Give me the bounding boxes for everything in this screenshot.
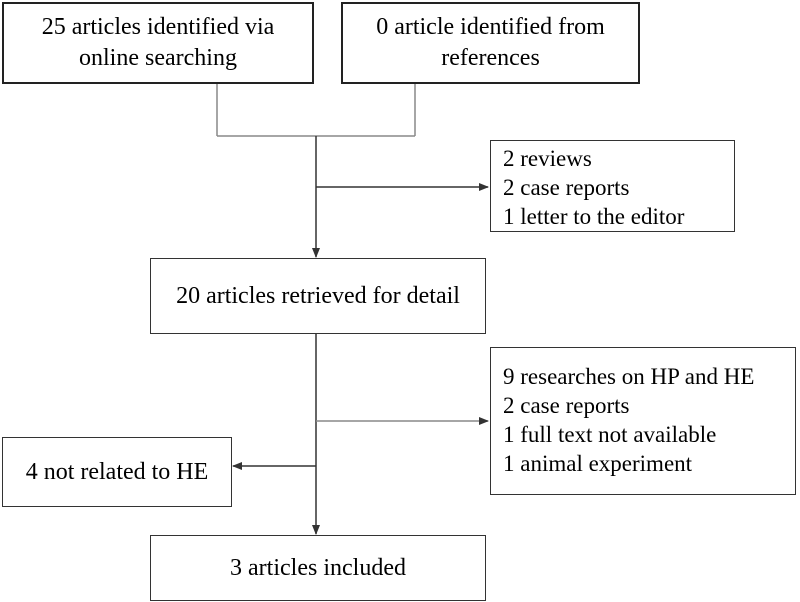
box-references-line1: 0 article identified from <box>376 14 605 40</box>
box-not-related-label: 4 not related to HE <box>25 458 209 485</box>
box-references: 0 article identified from references <box>341 2 640 84</box>
exclusion-1-item: 2 reviews <box>503 146 592 171</box>
box-included: 3 articles included <box>150 535 486 601</box>
exclusion-2-item: 2 case reports <box>503 393 630 418</box>
exclusion-2-item: 1 animal experiment <box>503 451 693 476</box>
box-online-search-line1: 25 articles identified via <box>41 14 275 40</box>
box-retrieved: 20 articles retrieved for detail <box>150 258 486 334</box>
exclusion-1-item: 1 letter to the editor <box>503 204 685 229</box>
exclusion-1-item: 2 case reports <box>503 175 630 200</box>
box-not-related: 4 not related to HE <box>2 437 232 507</box>
box-online-search-line2: online searching <box>79 45 237 71</box>
box-online-search: 25 articles identified via online search… <box>2 2 314 84</box>
box-references-line2: references <box>441 45 540 71</box>
box-included-label: 3 articles included <box>230 554 406 581</box>
box-exclusion-2: 9 researches on HP and HE 2 case reports… <box>490 347 796 495</box>
exclusion-2-item: 1 full text not available <box>503 422 717 447</box>
box-retrieved-label: 20 articles retrieved for detail <box>176 282 460 309</box>
exclusion-2-item: 9 researches on HP and HE <box>503 364 755 389</box>
box-exclusion-1: 2 reviews 2 case reports 1 letter to the… <box>490 140 735 232</box>
